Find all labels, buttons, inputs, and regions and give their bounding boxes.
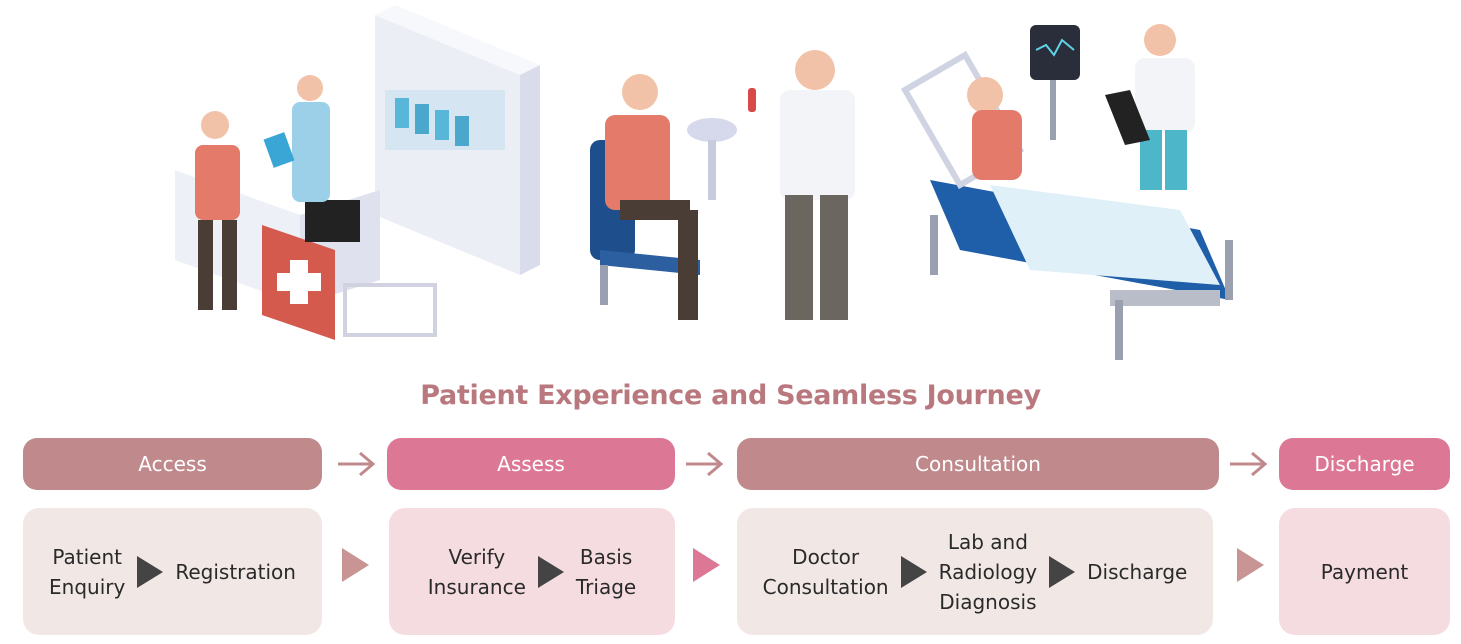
- stage-label: Consultation: [915, 452, 1041, 476]
- step-arrow-icon: [1049, 555, 1076, 588]
- stage-discharge: Discharge: [1279, 438, 1450, 490]
- stage-label: Access: [138, 452, 207, 476]
- stage-consultation: Consultation: [737, 438, 1219, 490]
- stage-assess: Assess: [387, 438, 675, 490]
- step-arrow-icon: [900, 555, 927, 588]
- illustration-area: [175, 5, 1233, 360]
- steps-access: Patient Enquiry Registration: [23, 508, 322, 635]
- step-discharge: Discharge: [1087, 559, 1188, 584]
- reception-desk-scene: [175, 5, 540, 340]
- arrow-right-icon: [1230, 451, 1268, 477]
- stage-access: Access: [23, 438, 322, 490]
- stage-label: Assess: [497, 452, 565, 476]
- diagram-title: Patient Experience and Seamless Journey: [420, 380, 1041, 411]
- step-doctor-consultation: Doctor Consultation: [762, 544, 889, 599]
- blood-test-scene: [590, 50, 855, 320]
- stage-label: Discharge: [1314, 452, 1415, 476]
- step-basis-triage: Basis Triage: [575, 544, 637, 599]
- step-payment: Payment: [1320, 559, 1409, 584]
- steps-assess: Verify Insurance Basis Triage: [389, 508, 675, 635]
- hospital-bed-scene: [900, 24, 1233, 360]
- step-arrow-icon: [537, 555, 564, 588]
- step-verify-insurance: Verify Insurance: [427, 544, 526, 599]
- step-registration: Registration: [175, 559, 296, 584]
- step-lab-radiology-diagnosis: Lab and Radiology Diagnosis: [938, 529, 1038, 614]
- step-patient-enquiry: Patient Enquiry: [49, 544, 126, 599]
- box-arrow-icon: [693, 548, 720, 582]
- box-arrow-icon: [1237, 548, 1264, 582]
- box-arrow-icon: [342, 548, 369, 582]
- arrow-right-icon: [686, 451, 724, 477]
- arrow-right-icon: [338, 451, 376, 477]
- steps-discharge: Payment: [1279, 508, 1450, 635]
- step-arrow-icon: [137, 555, 164, 588]
- steps-consultation: Doctor Consultation Lab and Radiology Di…: [737, 508, 1213, 635]
